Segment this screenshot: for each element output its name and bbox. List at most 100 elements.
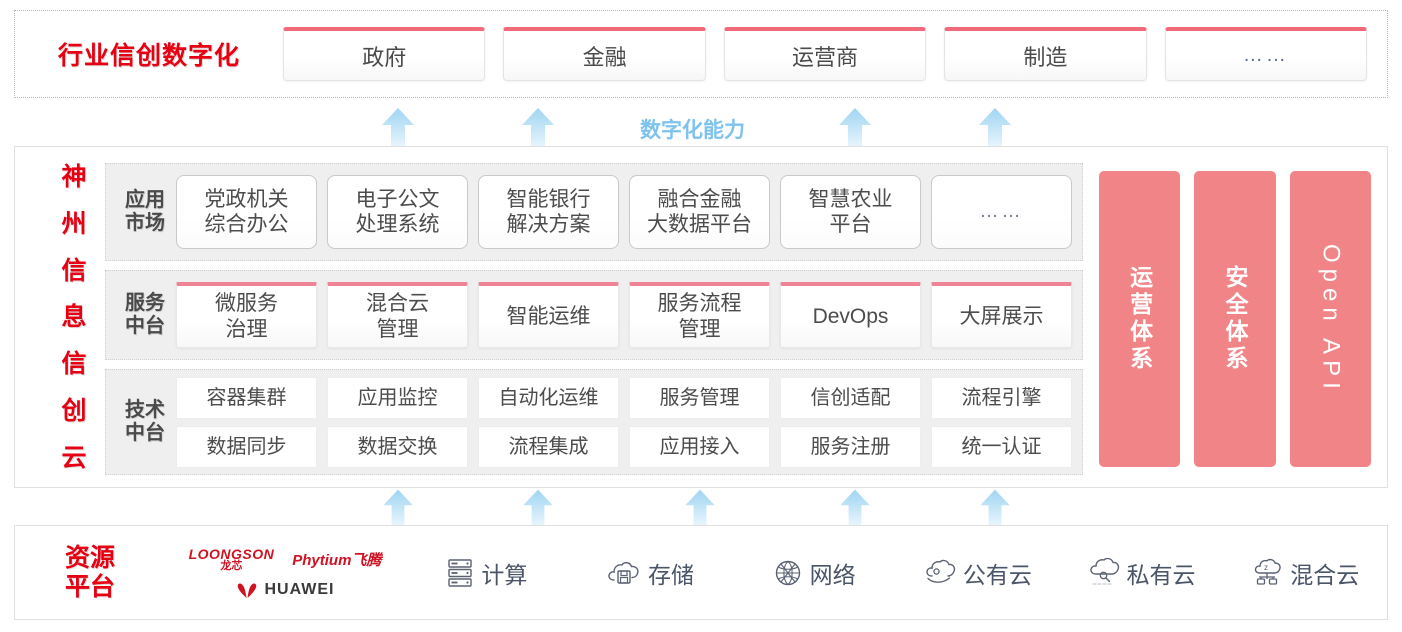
platform-row-list: 应用 市场 党政机关综合办公 电子公文处理系统 智能银行解决方案 融合金融大数据… bbox=[105, 163, 1083, 475]
svc-card-service-process-mgmt[interactable]: 服务流程管理 bbox=[629, 282, 770, 348]
platform-title-vertical: 神 州 信 息 信 创 云 bbox=[51, 165, 97, 471]
resource-band-title: 资源 平台 bbox=[15, 544, 165, 602]
svc-card-large-screen-display[interactable]: 大屏展示 bbox=[931, 282, 1072, 348]
tech-card-service-registry[interactable]: 服务注册 bbox=[780, 425, 921, 468]
platform-title-char: 神 bbox=[61, 163, 87, 191]
industry-card-finance[interactable]: 金融 bbox=[503, 27, 706, 81]
row-app-market: 应用 市场 党政机关综合办公 电子公文处理系统 智能银行解决方案 融合金融大数据… bbox=[105, 163, 1083, 261]
tech-card-service-mgmt[interactable]: 服务管理 bbox=[629, 376, 770, 419]
resource-item-network[interactable]: 网络 bbox=[732, 556, 896, 590]
industry-card-manufacturing[interactable]: 制造 bbox=[944, 27, 1147, 81]
industry-card-list: 政府 金融 运营商 制造 …… bbox=[283, 27, 1387, 81]
capability-arrow-strip-top: 数字化能力 bbox=[0, 104, 1402, 148]
resource-item-storage[interactable]: 存储 bbox=[569, 556, 733, 590]
resource-item-compute[interactable]: 计算 bbox=[405, 556, 569, 590]
cell-line: 解决方案 bbox=[506, 213, 591, 236]
resource-item-label: 网络 bbox=[809, 561, 856, 588]
resource-band: 资源 平台 LOONGSON 龙芯 Phytium飞腾 HUAWEI bbox=[14, 525, 1388, 620]
capability-arrow-strip-bottom bbox=[0, 487, 1402, 527]
cell-line: 大屏展示 bbox=[959, 304, 1044, 328]
cell-line: 混合云 bbox=[366, 292, 429, 316]
huawei-logo-text: HUAWEI bbox=[264, 580, 335, 598]
tech-card-app-access[interactable]: 应用接入 bbox=[629, 425, 770, 468]
cloud-storage-icon bbox=[608, 561, 639, 584]
tech-card-unified-auth[interactable]: 统一认证 bbox=[931, 425, 1072, 468]
resource-item-public-cloud[interactable]: 公有云 bbox=[896, 556, 1060, 590]
tech-card-process-engine[interactable]: 流程引擎 bbox=[931, 376, 1072, 419]
industry-card-more[interactable]: …… bbox=[1164, 27, 1368, 81]
row-label-tech-platform: 技术 中台 bbox=[114, 399, 176, 445]
tech-card-data-exchange[interactable]: 数据交换 bbox=[327, 425, 468, 468]
svc-card-devops[interactable]: DevOps bbox=[780, 282, 921, 348]
resource-item-label: 计算 bbox=[481, 561, 528, 588]
cell-line: 融合金融 bbox=[657, 187, 742, 211]
industry-card-telecom[interactable]: 运营商 bbox=[723, 27, 927, 81]
pillar-label: Open API bbox=[1317, 243, 1345, 395]
up-arrow-icon bbox=[685, 489, 715, 527]
up-arrow-icon bbox=[383, 489, 413, 527]
tech-row-b: 数据同步 数据交换 流程集成 应用接入 服务注册 统一认证 bbox=[176, 425, 1072, 468]
vendor-logo-row-top: LOONGSON 龙芯 Phytium飞腾 bbox=[189, 547, 382, 572]
tech-card-container-cluster[interactable]: 容器集群 bbox=[176, 376, 317, 419]
cell-line: 微服务 bbox=[215, 292, 278, 316]
tech-card-process-integration[interactable]: 流程集成 bbox=[478, 425, 619, 468]
cell-line: 智能银行 bbox=[506, 187, 591, 211]
app-market-cards: 党政机关综合办公 电子公文处理系统 智能银行解决方案 融合金融大数据平台 智慧农… bbox=[176, 175, 1072, 249]
pillar-open-api[interactable]: Open API bbox=[1289, 171, 1371, 467]
app-card-government-office[interactable]: 党政机关综合办公 bbox=[176, 175, 317, 249]
resource-item-private-cloud[interactable]: 私有云 bbox=[1060, 556, 1224, 590]
tech-row-a: 容器集群 应用监控 自动化运维 服务管理 信创适配 流程引擎 bbox=[176, 376, 1072, 419]
row-label-line: 服务 bbox=[125, 292, 165, 314]
industry-band-title: 行业信创数字化 bbox=[57, 42, 240, 70]
tech-card-app-monitoring[interactable]: 应用监控 bbox=[327, 376, 468, 419]
vendor-logo-group: LOONGSON 龙芯 Phytium飞腾 HUAWEI bbox=[165, 547, 405, 599]
resource-title-line: 资源 bbox=[64, 543, 115, 572]
resource-item-list: 计算 存储 bbox=[405, 556, 1387, 590]
row-label-line: 应用 bbox=[125, 189, 165, 211]
cell-line: 党政机关 bbox=[204, 187, 289, 211]
network-globe-icon bbox=[775, 560, 800, 585]
resource-title-line: 平台 bbox=[64, 572, 115, 601]
svc-card-microservice-governance[interactable]: 微服务治理 bbox=[176, 282, 317, 348]
tech-card-data-sync[interactable]: 数据同步 bbox=[176, 425, 317, 468]
industry-card-government[interactable]: 政府 bbox=[283, 27, 486, 81]
app-card-smart-agriculture[interactable]: 智慧农业平台 bbox=[780, 175, 921, 249]
row-label-service-platform: 服务 中台 bbox=[114, 292, 176, 338]
app-card-fin-bigdata[interactable]: 融合金融大数据平台 bbox=[629, 175, 770, 249]
public-cloud-icon bbox=[926, 559, 955, 583]
pillar-security-system[interactable]: 安全体系 bbox=[1194, 171, 1276, 467]
cell-line: 智能运维 bbox=[506, 304, 591, 328]
cell-line: 综合办公 bbox=[204, 213, 289, 236]
tech-card-automated-ops[interactable]: 自动化运维 bbox=[478, 376, 619, 419]
cell-line: 大数据平台 bbox=[647, 213, 752, 236]
pillar-operations-system[interactable]: 运营体系 bbox=[1099, 171, 1181, 467]
huawei-flower-icon bbox=[237, 582, 256, 598]
loongson-logo: LOONGSON 龙芯 bbox=[189, 547, 275, 572]
cell-line: 智慧农业 bbox=[808, 187, 893, 211]
app-card-more[interactable]: …… bbox=[931, 175, 1072, 249]
row-label-app-market: 应用 市场 bbox=[114, 189, 176, 235]
svc-card-hybrid-cloud-mgmt[interactable]: 混合云管理 bbox=[327, 282, 468, 348]
hybrid-cloud-icon: z bbox=[1254, 558, 1281, 585]
server-icon bbox=[448, 558, 473, 587]
row-tech-platform: 技术 中台 容器集群 应用监控 自动化运维 服务管理 信创适配 流程引擎 数据同… bbox=[105, 369, 1083, 475]
svg-text:z: z bbox=[1264, 563, 1268, 572]
resource-item-hybrid-cloud[interactable]: z 混合云 bbox=[1223, 556, 1387, 590]
tech-card-xinchuang-adaptation[interactable]: 信创适配 bbox=[780, 376, 921, 419]
cell-line: 管理 bbox=[376, 317, 419, 341]
svc-card-smart-ops[interactable]: 智能运维 bbox=[478, 282, 619, 348]
loongson-logo-en: LOONGSON bbox=[188, 545, 275, 562]
row-label-line: 技术 bbox=[125, 399, 165, 421]
app-card-edoc-system[interactable]: 电子公文处理系统 bbox=[327, 175, 468, 249]
service-platform-cards: 微服务治理 混合云管理 智能运维 服务流程管理 DevOps bbox=[176, 282, 1072, 348]
pillar-label: 安全体系 bbox=[1221, 265, 1248, 373]
app-card-smart-bank[interactable]: 智能银行解决方案 bbox=[478, 175, 619, 249]
resource-item-label: 存储 bbox=[648, 561, 694, 588]
up-arrow-icon bbox=[979, 108, 1011, 148]
up-arrow-icon bbox=[839, 108, 871, 148]
row-service-platform: 服务 中台 微服务治理 混合云管理 智能运维 服务流程管理 bbox=[105, 270, 1083, 360]
cell-line: 管理 bbox=[678, 317, 721, 341]
platform-title-char: 创 bbox=[61, 397, 87, 426]
up-arrow-icon bbox=[523, 489, 553, 527]
pillar-label: 运营体系 bbox=[1126, 265, 1153, 373]
